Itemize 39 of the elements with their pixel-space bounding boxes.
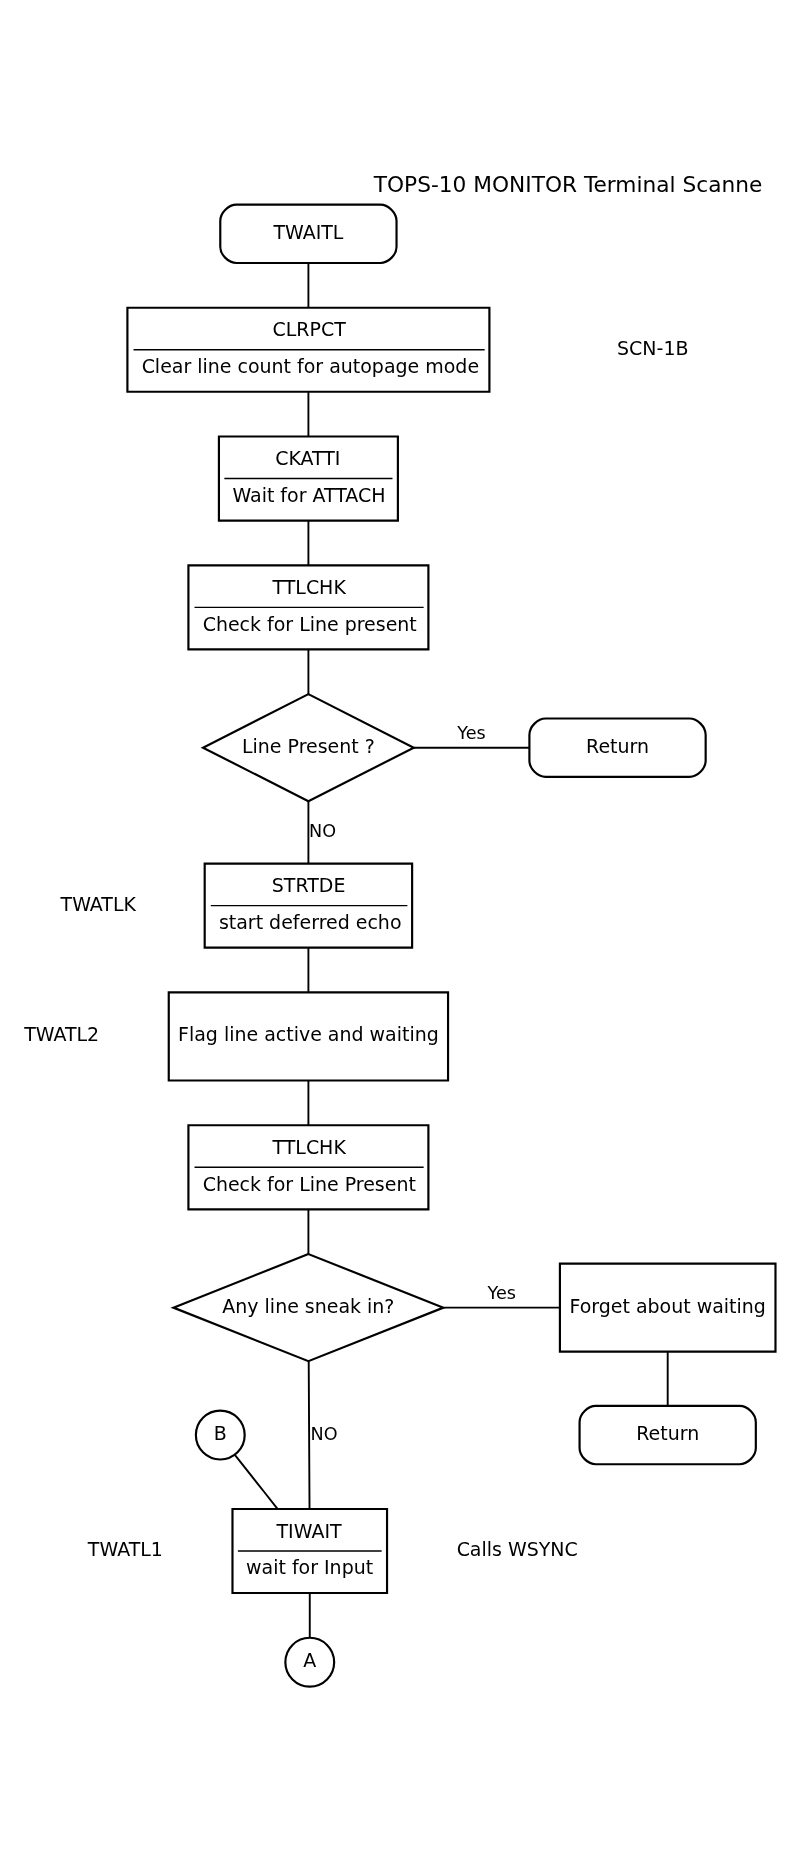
node-circle: B xyxy=(194,1409,246,1461)
node-label: TWATLK xyxy=(60,892,136,915)
node-box: TTLCHK Check for Line present xyxy=(187,564,430,651)
node-circle: A xyxy=(284,1636,336,1688)
connector xyxy=(307,262,310,309)
node-box: Flag line active and waiting xyxy=(167,991,450,1082)
node-box: CLRPCT Clear line count for autopage mode xyxy=(126,306,491,393)
node-box: Return xyxy=(578,1404,757,1466)
node-diamond: Any line sneak in? xyxy=(170,1252,447,1363)
node-box: Forget about waiting xyxy=(558,1262,777,1353)
node-label: TWATL1 xyxy=(87,1538,163,1561)
connector xyxy=(307,946,310,994)
edge-label: NO xyxy=(309,821,337,842)
edge-label: NO xyxy=(310,1423,338,1444)
node-box: Return xyxy=(528,717,707,778)
node-box: CKATTI Wait for ATTACH xyxy=(217,435,399,522)
edge-label: Yes xyxy=(457,722,486,743)
connector xyxy=(307,391,310,438)
connector xyxy=(307,519,310,567)
connector xyxy=(308,1592,311,1639)
connector xyxy=(307,648,310,696)
diagram-title: TOPS-10 MONITOR Terminal Scanne xyxy=(373,172,763,198)
node-box: STRTDE start deferred echo xyxy=(203,862,414,949)
connector xyxy=(666,1350,669,1407)
node-box: TTLCHK Check for Line Present xyxy=(187,1124,430,1211)
node-diamond: Line Present ? xyxy=(200,692,417,803)
label: SCN-1B xyxy=(617,336,689,359)
connector xyxy=(307,800,310,865)
edge-label: Yes xyxy=(487,1282,517,1303)
node-box: TWAITL xyxy=(219,203,398,265)
connector xyxy=(234,1454,279,1510)
node-box: TIWAIT wait for Input xyxy=(231,1507,389,1595)
node-label: TWATL2 xyxy=(24,1023,100,1046)
node-label: Calls WSYNC xyxy=(456,1538,578,1561)
connector xyxy=(307,1208,310,1255)
connector xyxy=(413,746,530,749)
connector xyxy=(307,1079,310,1126)
connector xyxy=(442,1306,561,1309)
connector xyxy=(307,1360,311,1510)
